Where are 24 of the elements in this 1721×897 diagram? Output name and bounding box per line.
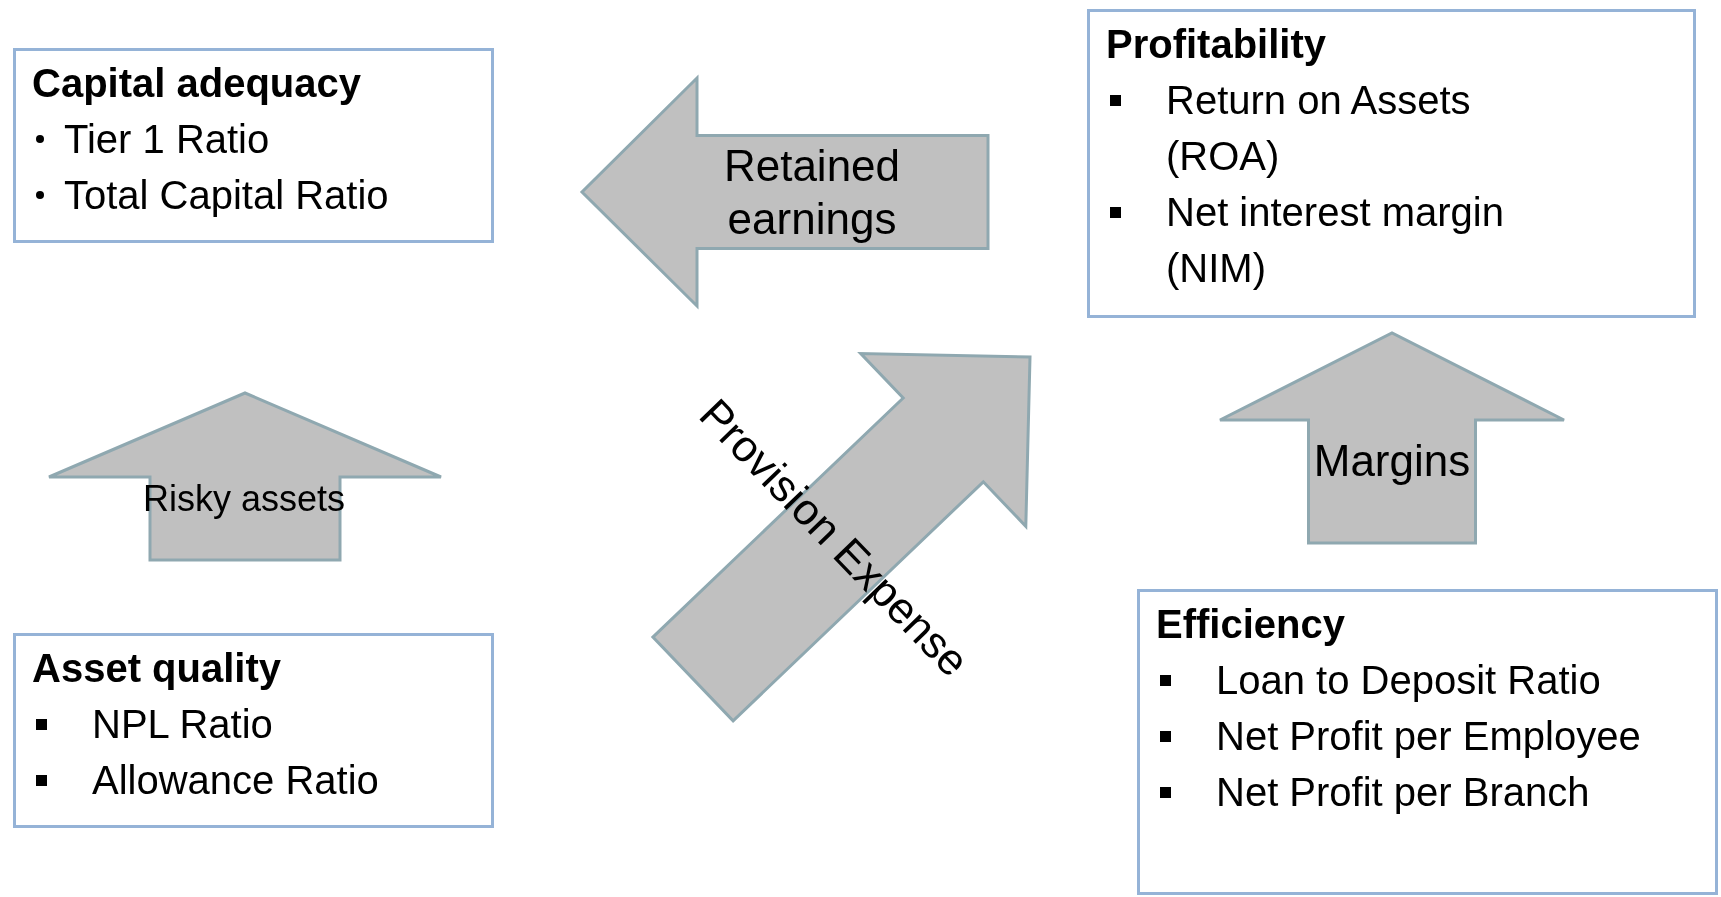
bullet-item: Net Profit per Employee bbox=[1216, 713, 1641, 760]
metric-box bbox=[1137, 589, 1718, 895]
bullet-item: NPL Ratio bbox=[92, 701, 273, 748]
bullet-item: Loan to Deposit Ratio bbox=[1216, 657, 1601, 704]
bullet-item: Net interest margin (NIM) bbox=[1166, 189, 1505, 292]
bullet-item: Net Profit per Branch bbox=[1216, 769, 1590, 816]
metric-box bbox=[13, 48, 494, 243]
bullet-item: Return on Assets (ROA) bbox=[1166, 77, 1472, 180]
block-arrow bbox=[650, 351, 1032, 724]
metric-box bbox=[1087, 9, 1696, 318]
block-arrow bbox=[1218, 331, 1566, 545]
box-heading: Asset quality bbox=[32, 645, 282, 692]
edge-label: Risky assets bbox=[143, 477, 345, 521]
bullet-item: Tier 1 Ratio bbox=[64, 116, 270, 163]
box-heading: Profitability bbox=[1106, 21, 1328, 68]
bullet-item: Allowance Ratio bbox=[92, 757, 379, 804]
box-heading: Capital adequacy bbox=[32, 60, 362, 107]
block-arrow bbox=[579, 74, 990, 310]
block-arrow bbox=[47, 391, 443, 562]
metric-box bbox=[13, 633, 494, 828]
box-heading: Efficiency bbox=[1156, 601, 1346, 648]
edge-label: Margins bbox=[1313, 434, 1471, 487]
edge-label: Retained earnings bbox=[722, 140, 902, 245]
bullet-item: Total Capital Ratio bbox=[64, 172, 389, 219]
